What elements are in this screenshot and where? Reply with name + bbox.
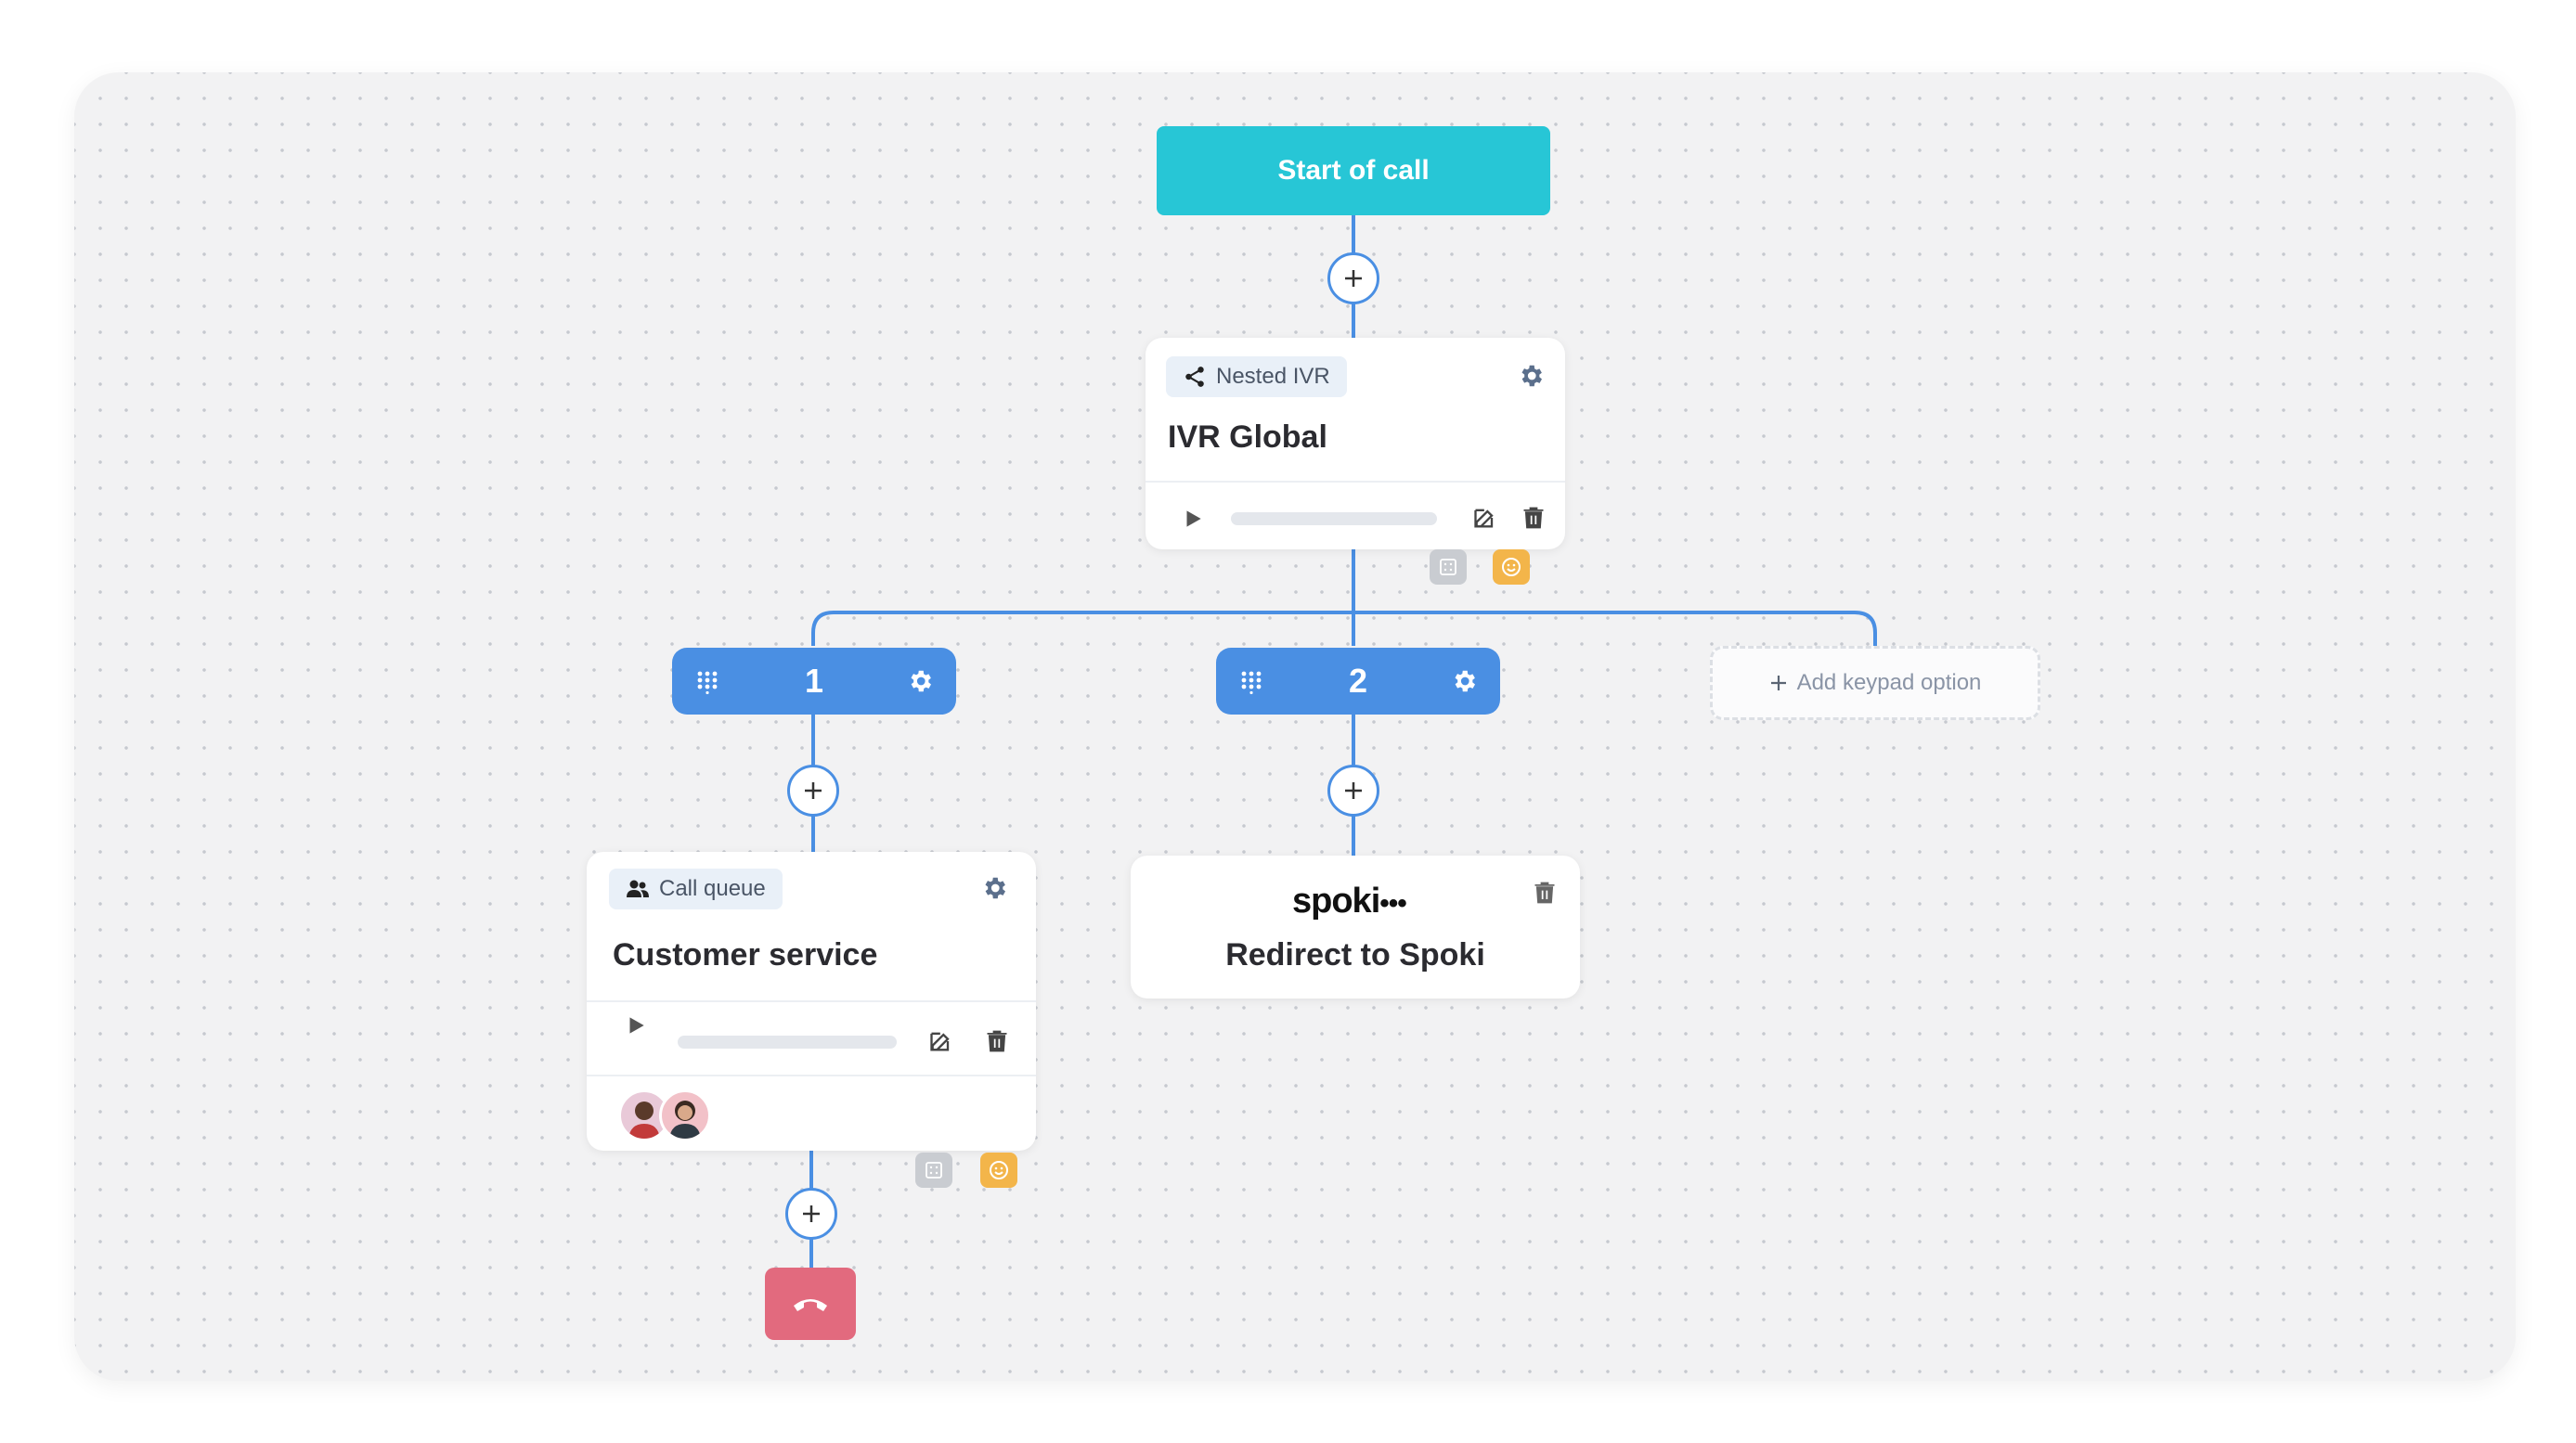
spoki-logo: spoki••• xyxy=(1292,882,1407,921)
emoji-badge xyxy=(980,1153,1017,1188)
add-step-button[interactable] xyxy=(1327,765,1379,817)
keypad-badge xyxy=(915,1153,952,1188)
nested-ivr-tag-label: Nested IVR xyxy=(1216,364,1330,389)
start-of-call-node[interactable]: Start of call xyxy=(1157,126,1550,215)
call-queue-title: Customer service xyxy=(613,937,878,973)
call-queue-tag-label: Call queue xyxy=(659,876,766,901)
hangup-node[interactable] xyxy=(765,1268,856,1340)
keypad-option-1[interactable]: 1 xyxy=(672,648,956,715)
call-queue-tag: Call queue xyxy=(609,869,783,909)
nested-ivr-title: IVR Global xyxy=(1168,419,1327,455)
add-step-button[interactable] xyxy=(787,765,839,817)
card-divider xyxy=(587,1075,1036,1076)
trash-icon[interactable] xyxy=(1521,505,1547,531)
card-divider xyxy=(1146,481,1565,483)
users-icon xyxy=(627,880,649,897)
add-keypad-option-label: Add keypad option xyxy=(1796,670,1982,695)
share-icon xyxy=(1185,367,1204,387)
keypad-digit: 1 xyxy=(804,662,824,700)
keypad-icon xyxy=(1241,671,1262,694)
emoji-icon xyxy=(990,1161,1008,1179)
edit-icon[interactable] xyxy=(928,1028,954,1054)
keypad-icon xyxy=(926,1162,942,1179)
person-icon xyxy=(628,1102,660,1139)
redirect-title: Redirect to Spoki xyxy=(1225,937,1485,973)
add-step-button[interactable] xyxy=(785,1188,837,1240)
keypad-icon xyxy=(697,671,718,694)
gear-icon[interactable] xyxy=(1450,667,1478,695)
trash-icon[interactable] xyxy=(984,1028,1010,1054)
keypad-icon xyxy=(1440,559,1456,575)
gear-icon[interactable] xyxy=(980,874,1008,902)
nested-ivr-tag: Nested IVR xyxy=(1166,356,1347,397)
nested-ivr-card[interactable]: Nested IVR IVR Global xyxy=(1146,338,1565,549)
flow-canvas xyxy=(74,72,2516,1381)
plus-icon xyxy=(1770,676,1786,690)
add-step-button[interactable] xyxy=(1327,252,1379,304)
gear-icon[interactable] xyxy=(906,667,934,695)
emoji-badge xyxy=(1493,549,1530,585)
audio-progress-bar[interactable] xyxy=(1231,512,1437,525)
person-icon xyxy=(669,1101,701,1139)
keypad-badge xyxy=(1430,549,1467,585)
plus-icon xyxy=(803,1205,820,1222)
avatar[interactable] xyxy=(659,1089,711,1141)
trash-icon[interactable] xyxy=(1532,880,1558,906)
start-of-call-label: Start of call xyxy=(1277,155,1430,186)
call-queue-card[interactable]: Call queue Customer service xyxy=(587,852,1036,1151)
keypad-digit: 2 xyxy=(1348,662,1368,700)
hangup-icon xyxy=(794,1299,827,1311)
card-divider xyxy=(587,1000,1036,1002)
play-icon[interactable] xyxy=(624,1013,648,1037)
gear-icon[interactable] xyxy=(1517,362,1545,390)
edit-icon[interactable] xyxy=(1472,505,1498,531)
plus-icon xyxy=(1345,782,1362,799)
plus-icon xyxy=(1345,270,1362,287)
emoji-icon xyxy=(1502,558,1521,576)
add-keypad-option-button[interactable]: Add keypad option xyxy=(1710,646,2040,720)
redirect-card[interactable]: spoki••• Redirect to Spoki xyxy=(1131,856,1580,999)
play-icon[interactable] xyxy=(1181,507,1205,531)
audio-progress-bar[interactable] xyxy=(678,1036,897,1049)
avatar[interactable] xyxy=(618,1089,670,1141)
keypad-option-2[interactable]: 2 xyxy=(1216,648,1500,715)
plus-icon xyxy=(805,782,822,799)
